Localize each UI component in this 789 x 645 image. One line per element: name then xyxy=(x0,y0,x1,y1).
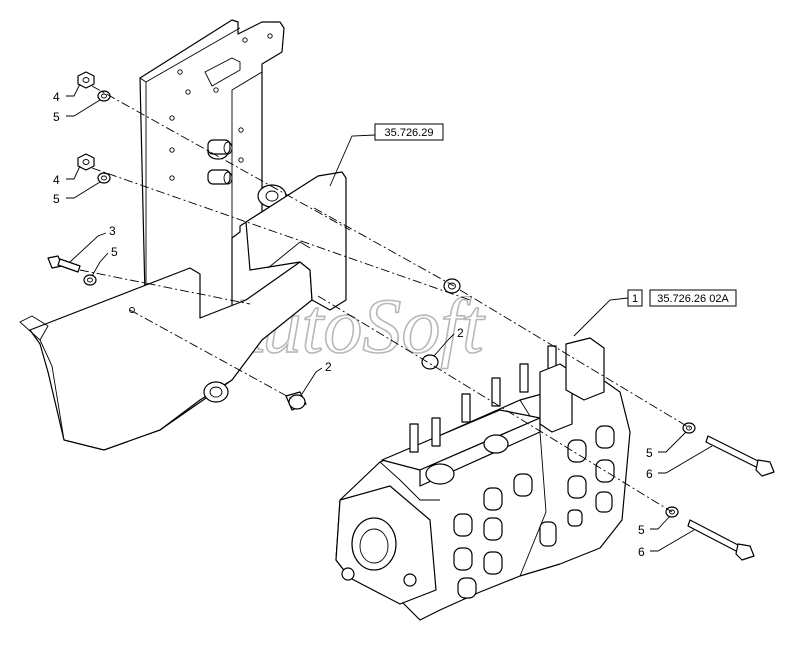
spacer-middle xyxy=(421,354,439,370)
support-plate xyxy=(19,171,347,451)
control-valve-assembly xyxy=(335,337,631,621)
callout-5-middle: 5 xyxy=(53,192,60,206)
assembly-lines xyxy=(79,85,691,513)
washer-middle xyxy=(97,172,111,184)
callout-3: 3 xyxy=(109,224,116,238)
callouts: 4 5 4 5 3 5 2 2 5 6 5 6 xyxy=(53,90,653,559)
spool-levers xyxy=(409,345,557,453)
callout-5-right-lower: 5 xyxy=(638,523,645,537)
reference-bracket[interactable]: 35.726.29 xyxy=(374,123,444,141)
callout-6-upper: 6 xyxy=(646,467,653,481)
long-bolt-lower xyxy=(687,519,755,561)
spacer-upper xyxy=(443,278,461,294)
nut-upper xyxy=(77,71,95,89)
callout-2-lower: 2 xyxy=(325,360,332,374)
callout-2-middle: 2 xyxy=(457,326,464,340)
callout-4-middle: 4 xyxy=(53,173,60,187)
reference-valve-index: 1 xyxy=(632,293,638,305)
spacer-lower xyxy=(285,391,307,411)
reference-valve-text[interactable]: 35.726.26 02A xyxy=(657,293,729,305)
callout-4-upper: 4 xyxy=(53,90,60,104)
bolt-short xyxy=(47,255,81,273)
callout-5-upper: 5 xyxy=(53,110,60,124)
leader-lines xyxy=(66,83,713,552)
reference-bracket-text[interactable]: 35.726.29 xyxy=(385,127,434,139)
reference-valve[interactable]: 1 35.726.26 02A xyxy=(627,289,737,307)
callout-5-lower: 5 xyxy=(111,245,118,259)
callout-6-lower: 6 xyxy=(638,545,645,559)
washer-lower xyxy=(83,274,97,286)
nut-middle xyxy=(77,153,95,171)
callout-5-right-upper: 5 xyxy=(646,446,653,460)
long-bolt-upper xyxy=(705,435,775,477)
